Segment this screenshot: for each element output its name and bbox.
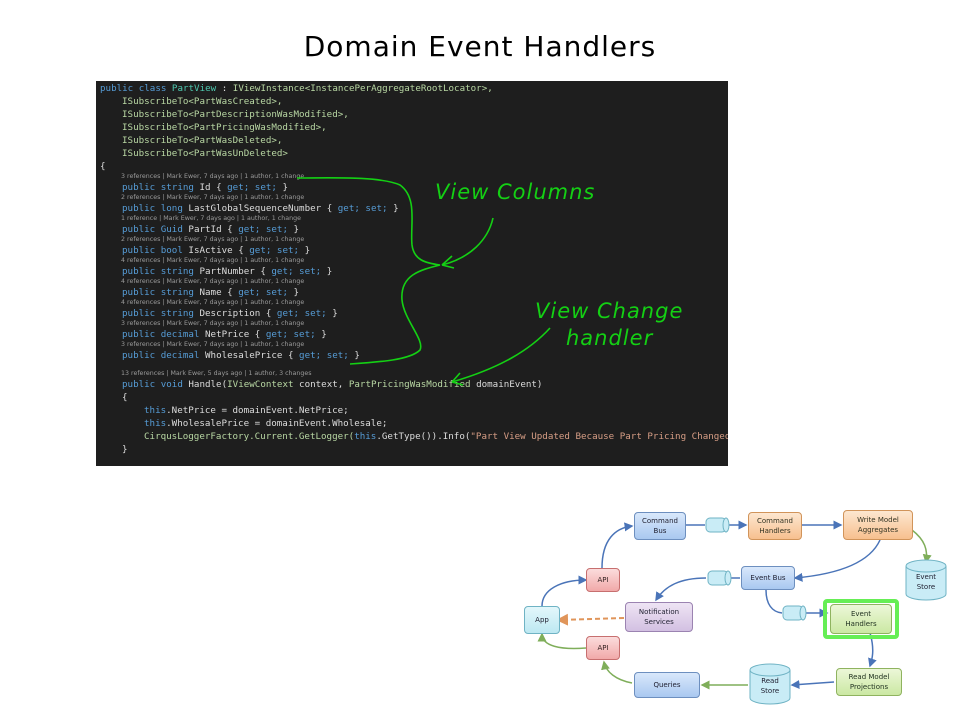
codelens-annotation[interactable]: 2 references | Mark Ewer, 7 days ago | 1… [121, 236, 305, 243]
property-line: public bool IsActive { get; set; } [122, 245, 311, 256]
code-editor-screenshot: public class PartView : IViewInstance<In… [96, 81, 728, 466]
queries-box: Queries [634, 672, 700, 698]
api-top-box: API [586, 568, 620, 592]
body-line: this.WholesalePrice = domainEvent.Wholes… [144, 418, 388, 429]
codelens-annotation[interactable]: 2 references | Mark Ewer, 7 days ago | 1… [121, 194, 305, 201]
codelens-annotation[interactable]: 13 references | Mark Ewer, 5 days ago | … [121, 370, 312, 377]
property-line: public decimal WholesalePrice { get; set… [122, 350, 360, 361]
app-label: App [535, 616, 549, 624]
queries-label: Queries [653, 681, 681, 689]
codelens-annotation[interactable]: 3 references | Mark Ewer, 7 days ago | 1… [121, 173, 305, 180]
property-line: public long LastGlobalSequenceNumber { g… [122, 203, 399, 214]
event-bus-label: Event Bus [750, 574, 786, 582]
property-line: public string Name { get; set; } [122, 287, 300, 298]
property-line: public string Id { get; set; } [122, 182, 289, 193]
codelens-annotation[interactable]: 4 references | Mark Ewer, 7 days ago | 1… [121, 257, 305, 264]
interface-line: ISubscribeTo<PartWasDeleted>, [122, 135, 283, 146]
api-bottom-label: API [597, 644, 609, 652]
handler-close-brace: } [122, 444, 128, 455]
body-line: CirqusLoggerFactory.Current.GetLogger(th… [144, 431, 728, 442]
property-line: public Guid PartId { get; set; } [122, 224, 300, 235]
class-declaration-line: public class PartView : IViewInstance<In… [100, 83, 493, 94]
interface-line: ISubscribeTo<PartPricingWasModified>, [122, 122, 327, 133]
codelens-annotation[interactable]: 4 references | Mark Ewer, 7 days ago | 1… [121, 278, 305, 285]
api-bottom-box: API [586, 636, 620, 660]
codelens-annotation[interactable]: 1 reference | Mark Ewer, 7 days ago | 1 … [121, 215, 301, 222]
property-line: public decimal NetPrice { get; set; } [122, 329, 327, 340]
codelens-annotation[interactable]: 3 references | Mark Ewer, 7 days ago | 1… [121, 341, 305, 348]
slide-title: Domain Event Handlers [303, 30, 657, 63]
event-bus-box: Event Bus [741, 566, 795, 590]
interface-line: ISubscribeTo<PartWasUnDeleted> [122, 148, 288, 159]
property-line: public string PartNumber { get; set; } [122, 266, 333, 277]
codelens-annotation[interactable]: 3 references | Mark Ewer, 7 days ago | 1… [121, 320, 305, 327]
api-top-label: API [597, 576, 609, 584]
handler-open-brace: { [122, 392, 128, 403]
app-box: App [524, 606, 560, 634]
property-line: public string Description { get; set; } [122, 308, 338, 319]
event-handlers-highlight [823, 599, 899, 639]
handler-signature-line: public void Handle(IViewContext context,… [122, 379, 543, 390]
body-line: this.NetPrice = domainEvent.NetPrice; [144, 405, 349, 416]
interface-line: ISubscribeTo<PartWasCreated>, [122, 96, 283, 107]
codelens-annotation[interactable]: 4 references | Mark Ewer, 7 days ago | 1… [121, 299, 305, 306]
interface-line: ISubscribeTo<PartDescriptionWasModified>… [122, 109, 349, 120]
diagram-connectors [537, 517, 947, 705]
open-brace-line: { [100, 161, 106, 172]
